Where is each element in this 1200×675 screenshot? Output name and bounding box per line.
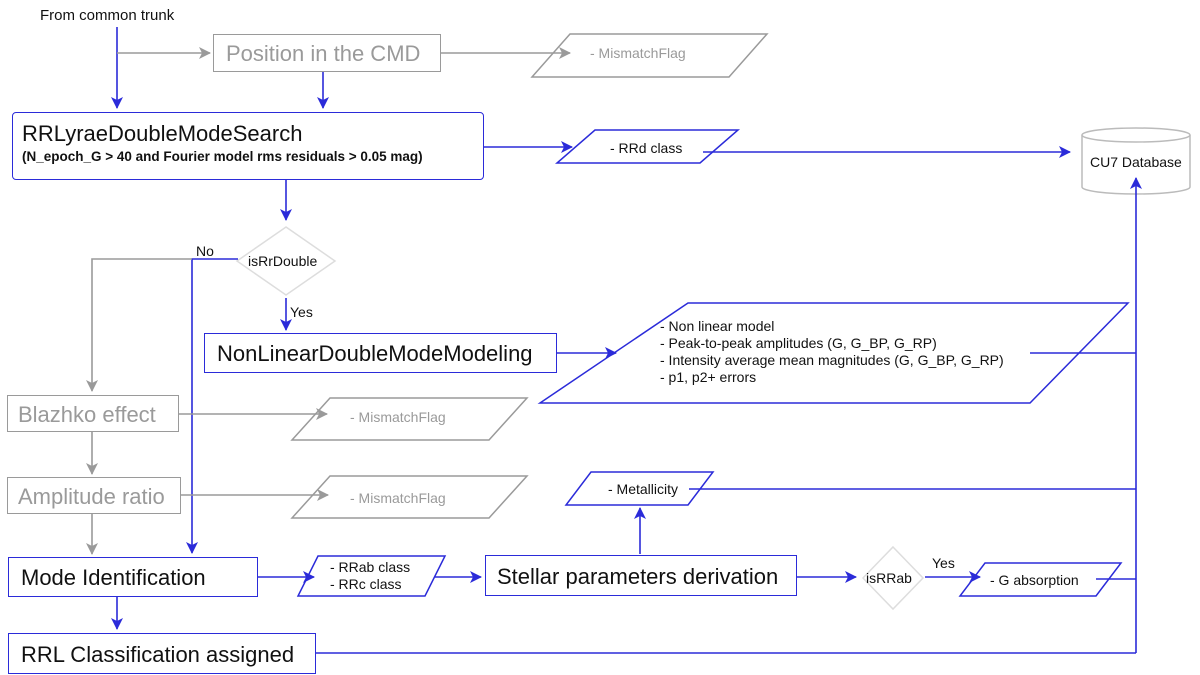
rrd-class-output: - RRd class xyxy=(610,140,683,156)
amplitude-mismatch-output-shape xyxy=(290,475,529,519)
amplitude-ratio-label: Amplitude ratio xyxy=(18,484,165,509)
database-label: CU7 Database xyxy=(1090,154,1182,170)
cmd-position-label: Position in the CMD xyxy=(226,41,421,66)
blazhko-box[interactable]: Blazhko effect xyxy=(7,395,179,432)
metallicity-output-shape xyxy=(564,471,715,506)
amplitude-ratio-box[interactable]: Amplitude ratio xyxy=(7,477,181,514)
nonlinear-output-line-3: - Intensity average mean magnitudes (G, … xyxy=(660,352,1004,368)
start-label: From common trunk xyxy=(40,7,175,24)
cmd-position-box[interactable]: Position in the CMD xyxy=(213,34,441,72)
rrab-class-output: - RRab class xyxy=(330,559,411,575)
stellar-params-box[interactable]: Stellar parameters derivation xyxy=(485,555,797,596)
mode-identification-box[interactable]: Mode Identification xyxy=(8,557,258,597)
metallicity-output: - Metallicity xyxy=(608,481,679,497)
blazhko-mismatch-output: - MismatchFlag xyxy=(350,409,446,425)
rrl-classification-box[interactable]: RRL Classification assigned xyxy=(8,633,316,674)
g-absorption-output: - G absorption xyxy=(990,572,1079,588)
is-rr-double-no-label: No xyxy=(196,243,214,259)
blazhko-label: Blazhko effect xyxy=(18,402,156,427)
nonlinear-output-line-1: - Non linear model xyxy=(660,318,775,334)
is-rr-double-yes-label: Yes xyxy=(290,304,313,320)
double-mode-search-title: RRLyraeDoubleModeSearch xyxy=(22,121,303,146)
stellar-params-label: Stellar parameters derivation xyxy=(497,564,779,589)
cmd-mismatch-output-shape xyxy=(530,33,769,78)
nonlinear-output-line-2: - Peak-to-peak amplitudes (G, G_BP, G_RP… xyxy=(660,335,937,351)
nonlinear-modeling-label: NonLinearDoubleModeModeling xyxy=(217,341,533,366)
blazhko-mismatch-output-shape xyxy=(290,397,529,441)
g-absorption-output-shape xyxy=(958,562,1123,597)
rrl-classification-label: RRL Classification assigned xyxy=(21,642,295,667)
amplitude-mismatch-output: - MismatchFlag xyxy=(350,490,446,506)
is-rr-double-label: isRrDouble xyxy=(248,253,318,269)
is-rrab-yes-label: Yes xyxy=(932,555,955,571)
nonlinear-output-shape xyxy=(537,302,1130,404)
mode-identification-label: Mode Identification xyxy=(21,565,206,590)
cmd-mismatch-output: - MismatchFlag xyxy=(590,45,686,61)
double-mode-search-condition: (N_epoch_G > 40 and Fourier model rms re… xyxy=(22,149,423,164)
is-rrab-diamond xyxy=(861,545,925,611)
double-mode-search-box[interactable]: RRLyraeDoubleModeSearch (N_epoch_G > 40 … xyxy=(12,112,484,180)
nonlinear-modeling-box[interactable]: NonLinearDoubleModeModeling xyxy=(204,333,557,373)
is-rr-double-diamond xyxy=(235,226,337,296)
nonlinear-output-line-4: - p1, p2+ errors xyxy=(660,369,757,385)
is-rrab-label: isRRab xyxy=(866,570,912,586)
rrc-class-output: - RRc class xyxy=(330,576,402,592)
